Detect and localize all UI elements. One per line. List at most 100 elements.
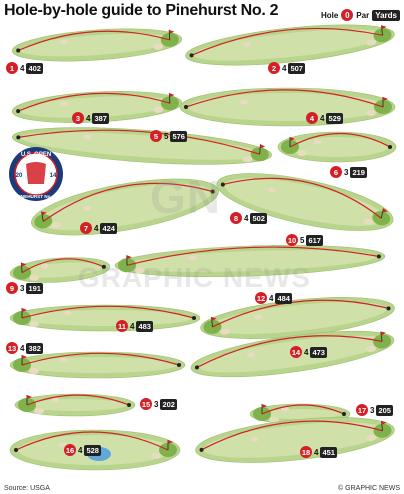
hole-5-flag bbox=[260, 144, 266, 149]
hole-4-golfer bbox=[184, 105, 188, 109]
hole-7-shot-line bbox=[42, 182, 213, 222]
hole-number: 8 bbox=[230, 212, 242, 224]
hole-number: 7 bbox=[80, 222, 92, 234]
hole-15-fairway-strip bbox=[23, 399, 127, 411]
hole-8-flag bbox=[382, 208, 388, 213]
hole-11-bunker bbox=[29, 321, 39, 327]
hole-18-flag bbox=[381, 420, 387, 425]
hole-yards: 402 bbox=[26, 62, 43, 74]
hole-par: 4 bbox=[78, 445, 83, 455]
hole-17-shot-line bbox=[261, 404, 345, 415]
hole-5-fairway bbox=[12, 127, 272, 165]
hole-12-bunker bbox=[220, 328, 231, 335]
page-title: Hole-by-hole guide to Pinehurst No. 2 bbox=[4, 2, 279, 19]
hole-3-fairway bbox=[11, 91, 183, 123]
hole-yards: 219 bbox=[350, 166, 367, 178]
hole-6-fairway-strip bbox=[286, 137, 388, 157]
hole-10-golfer bbox=[376, 254, 381, 259]
hole-yards: 191 bbox=[26, 282, 43, 294]
hole-yards: 529 bbox=[326, 112, 343, 124]
hole-par: 3 bbox=[154, 399, 159, 409]
hole-6-fairway bbox=[277, 131, 397, 163]
hole-18-fairway-strip bbox=[203, 422, 387, 458]
seal-bottom-text: PINEHURST No. 2 bbox=[16, 194, 55, 199]
hole-number: 1 bbox=[6, 62, 18, 74]
hole-4-bunker bbox=[366, 110, 376, 116]
hole-par: 4 bbox=[94, 223, 99, 233]
hole-17-golfer bbox=[342, 412, 346, 416]
legend-par-label: Par bbox=[356, 10, 370, 20]
hole-15-fairway bbox=[14, 393, 136, 417]
hole-yards: 617 bbox=[306, 234, 323, 246]
hole-yards: 484 bbox=[275, 292, 292, 304]
hole-8-fairway-strip bbox=[224, 178, 386, 226]
hole-11-flag bbox=[22, 308, 27, 312]
hole-10-flag bbox=[126, 255, 132, 260]
hole-par: 3 bbox=[370, 405, 375, 415]
hole-2-fairway bbox=[185, 24, 395, 66]
hole-12-fairway bbox=[200, 297, 395, 339]
hole-11-shot-line bbox=[21, 305, 195, 319]
hole-3-flag bbox=[169, 93, 175, 98]
hole-15-golfer bbox=[127, 403, 131, 407]
watermark-text: GRAPHIC NEWS bbox=[78, 262, 311, 293]
hole-yards: 205 bbox=[376, 404, 393, 416]
hole-number: 9 bbox=[6, 282, 18, 294]
hole-11-golfer bbox=[192, 316, 196, 320]
legend: Hole 0 Par Yards bbox=[321, 8, 400, 22]
hole-15-shot-line bbox=[26, 394, 130, 406]
hole-number: 13 bbox=[6, 342, 18, 354]
hole-8-fairway bbox=[216, 173, 394, 231]
hole-number: 16 bbox=[64, 444, 76, 456]
hole-12-bunker-2 bbox=[254, 314, 263, 320]
hole-14-flag bbox=[380, 331, 386, 336]
hole-par: 4 bbox=[304, 347, 309, 357]
hole-10-bunker bbox=[134, 267, 145, 274]
hole-13-golfer bbox=[177, 363, 181, 367]
hole-4-shot-line bbox=[185, 89, 384, 108]
hole-1-bunker-2 bbox=[60, 39, 69, 45]
hole-4-fairway bbox=[179, 87, 396, 127]
hole-16-bunker bbox=[151, 453, 161, 459]
hole-yards: 576 bbox=[170, 130, 187, 142]
hole-yards: 451 bbox=[320, 446, 337, 458]
hole-6-shot-line bbox=[289, 133, 391, 148]
hole-8-bunker-2 bbox=[267, 187, 276, 193]
hole-6-bunker bbox=[297, 150, 307, 156]
hole-1-flag bbox=[169, 29, 175, 34]
hole-par: 4 bbox=[320, 113, 325, 123]
hole-par: 5 bbox=[164, 131, 169, 141]
hole-par: 4 bbox=[244, 213, 249, 223]
hole-1-golfer bbox=[16, 48, 21, 53]
hole-number: 4 bbox=[306, 112, 318, 124]
hole-1-fairway bbox=[11, 28, 183, 62]
hole-par: 4 bbox=[282, 63, 287, 73]
hole-9-flag bbox=[21, 262, 27, 267]
hole-number: 6 bbox=[330, 166, 342, 178]
hole-number: 10 bbox=[286, 234, 298, 246]
hole-11-bunker-2 bbox=[63, 310, 72, 316]
legend-hole-label: Hole bbox=[320, 10, 339, 20]
hole-yards: 473 bbox=[310, 346, 327, 358]
hole-13-bunker bbox=[29, 368, 39, 374]
hole-par: 4 bbox=[20, 63, 25, 73]
hole-number: 3 bbox=[72, 112, 84, 124]
hole-17-fairway-strip bbox=[258, 409, 342, 419]
hole-15-flag bbox=[27, 395, 32, 399]
hole-number: 11 bbox=[116, 320, 128, 332]
hole-2-bunker bbox=[366, 39, 377, 46]
hole-6-flag bbox=[290, 137, 295, 141]
hole-10-fairway-strip bbox=[123, 250, 377, 272]
hole-par: 3 bbox=[20, 283, 25, 293]
hole-2-bunker-2 bbox=[243, 41, 252, 47]
hole-7-bunker bbox=[51, 222, 62, 229]
hole-yards: 382 bbox=[26, 342, 43, 354]
hole-3-fairway-strip bbox=[20, 96, 174, 118]
